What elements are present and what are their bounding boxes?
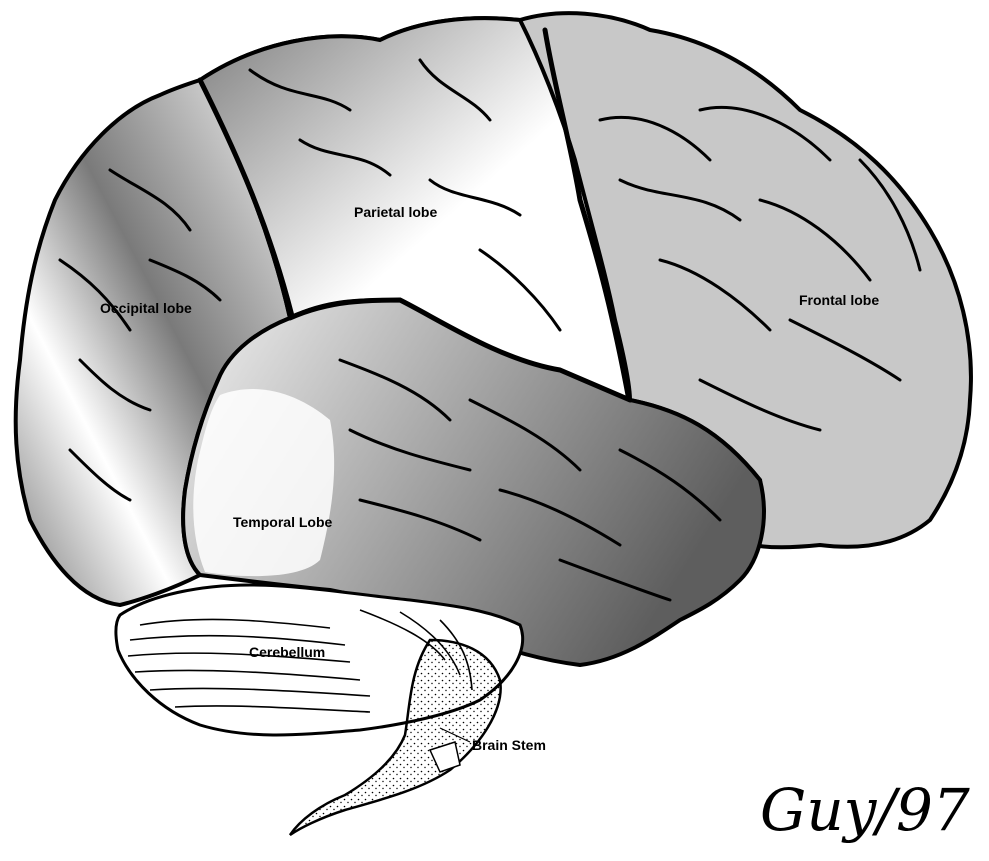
frontal-lobe-label: Frontal lobe xyxy=(799,292,879,308)
cerebellum-label: Cerebellum xyxy=(249,644,325,660)
brain-stem-label: Brain Stem xyxy=(472,737,546,753)
temporal-lobe-label: Temporal Lobe xyxy=(233,514,333,530)
parietal-lobe-label: Parietal lobe xyxy=(354,204,437,220)
occipital-lobe-label: Occipital lobe xyxy=(100,300,192,316)
temporal-highlight xyxy=(193,389,334,576)
artist-signature: Guy/97 xyxy=(760,776,970,844)
